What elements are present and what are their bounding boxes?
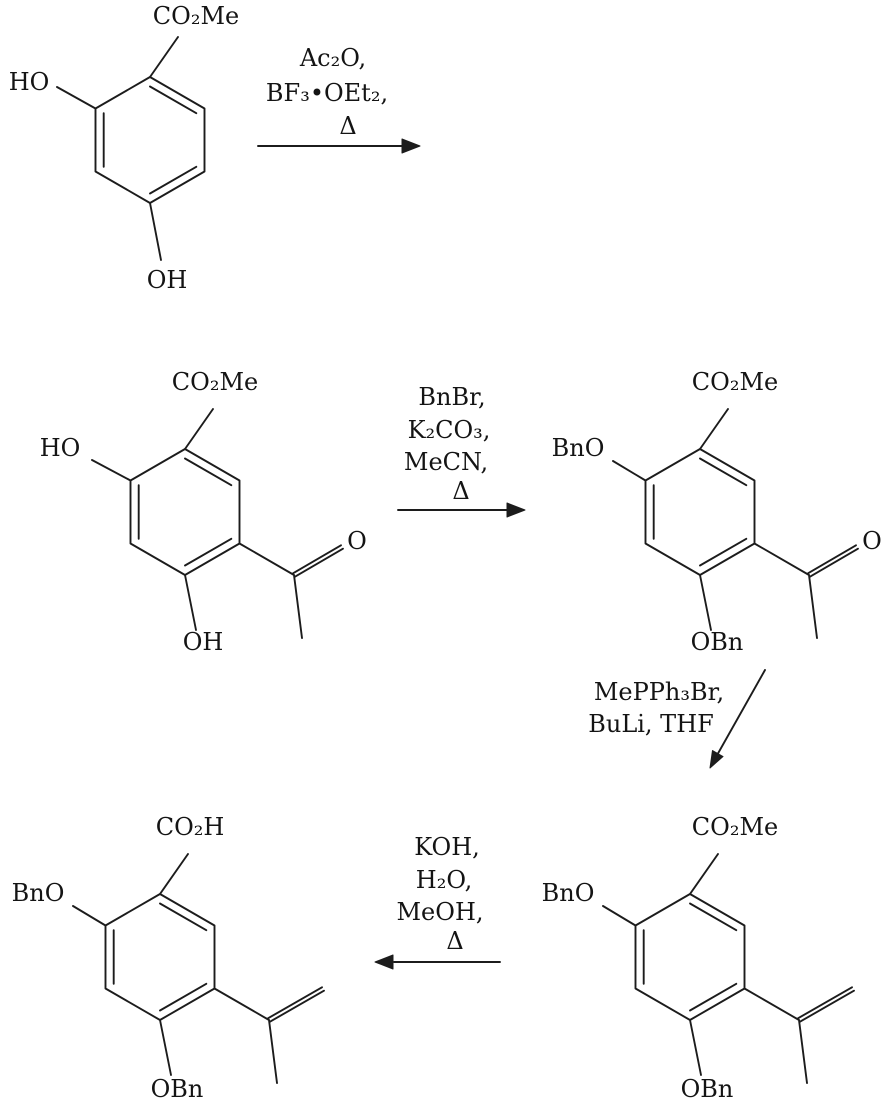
reagent-line: MeCN,: [404, 448, 488, 476]
benzyloxy-left-label: BnO: [12, 879, 65, 907]
benzyloxy-bottom-label: OBn: [691, 628, 744, 656]
hydroxy-bottom-label: OH: [183, 628, 224, 656]
benzene-ring: [634, 893, 746, 1021]
carbonyl-double-bond: [807, 544, 859, 578]
benzyloxy-left-label: BnO: [542, 879, 595, 907]
benzene-ring: [644, 448, 756, 576]
benzene-ring: [94, 76, 206, 204]
reaction-arrow-2: BnBr, K₂CO₃, MeCN, Δ: [397, 383, 526, 518]
carbonyl-oxygen-label: O: [862, 527, 882, 555]
methylene-double-bond: [797, 986, 855, 1023]
structure-5: CO₂H BnO OBn: [12, 813, 325, 1103]
reagent-line: BuLi, THF: [588, 710, 714, 738]
ester-label: CO₂Me: [692, 813, 778, 841]
structure-2: CO₂Me HO OH O: [40, 368, 367, 656]
reaction-arrow-3: MePPh₃Br, BuLi, THF: [588, 669, 766, 769]
substituent-bonds: [56, 36, 179, 261]
arrow-head: [506, 502, 526, 518]
structure-1: CO₂Me HO OH: [9, 2, 240, 294]
aromatic-double-bonds: [112, 902, 208, 1012]
substituent-bonds: [72, 853, 278, 1084]
reagent-line: H₂O,: [416, 866, 472, 894]
reaction-arrow-1: Ac₂O, BF₃•OEt₂, Δ: [257, 44, 421, 154]
hydroxy-left-label: HO: [9, 68, 50, 96]
arrow-shaft: [715, 669, 766, 758]
reagent-line: K₂CO₃,: [408, 416, 491, 444]
structure-4: CO₂Me BnO OBn: [542, 813, 855, 1103]
carboxylic-acid-label: CO₂H: [156, 813, 225, 841]
reagent-line: BF₃•OEt₂,: [266, 79, 388, 107]
substituent-bonds: [602, 853, 808, 1084]
arrow-head: [401, 138, 421, 154]
ester-label: CO₂Me: [172, 368, 258, 396]
aromatic-double-bonds: [652, 457, 748, 567]
substituent-bonds: [612, 408, 818, 639]
aromatic-double-bonds: [102, 85, 198, 195]
aromatic-double-bonds: [137, 457, 233, 567]
hydroxy-bottom-label: OH: [147, 266, 188, 294]
aromatic-double-bonds: [642, 902, 738, 1012]
carbonyl-double-bond: [292, 544, 344, 578]
ester-label: CO₂Me: [692, 368, 778, 396]
reagent-line: MePPh₃Br,: [594, 678, 724, 706]
carbonyl-oxygen-label: O: [347, 527, 367, 555]
reagent-line: KOH,: [414, 833, 480, 861]
reagent-line: BnBr,: [418, 383, 485, 411]
reaction-arrow-4: KOH, H₂O, MeOH, Δ: [374, 833, 501, 970]
delta-label: Δ: [446, 927, 463, 955]
benzene-ring: [129, 448, 241, 576]
substituent-bonds: [91, 408, 303, 639]
benzyloxy-bottom-label: OBn: [681, 1075, 734, 1103]
reagent-line: Ac₂O,: [299, 44, 366, 72]
ester-label: CO₂Me: [153, 2, 239, 30]
delta-label: Δ: [452, 477, 469, 505]
methylene-double-bond: [267, 986, 325, 1023]
structure-3: CO₂Me BnO OBn O: [552, 368, 882, 656]
benzene-ring: [104, 893, 216, 1021]
arrow-head: [374, 954, 394, 970]
delta-label: Δ: [339, 112, 356, 140]
benzyloxy-left-label: BnO: [552, 434, 605, 462]
benzyloxy-bottom-label: OBn: [151, 1075, 204, 1103]
arrow-head: [709, 750, 724, 769]
hydroxy-left-label: HO: [40, 434, 81, 462]
reagent-line: MeOH,: [396, 898, 483, 926]
